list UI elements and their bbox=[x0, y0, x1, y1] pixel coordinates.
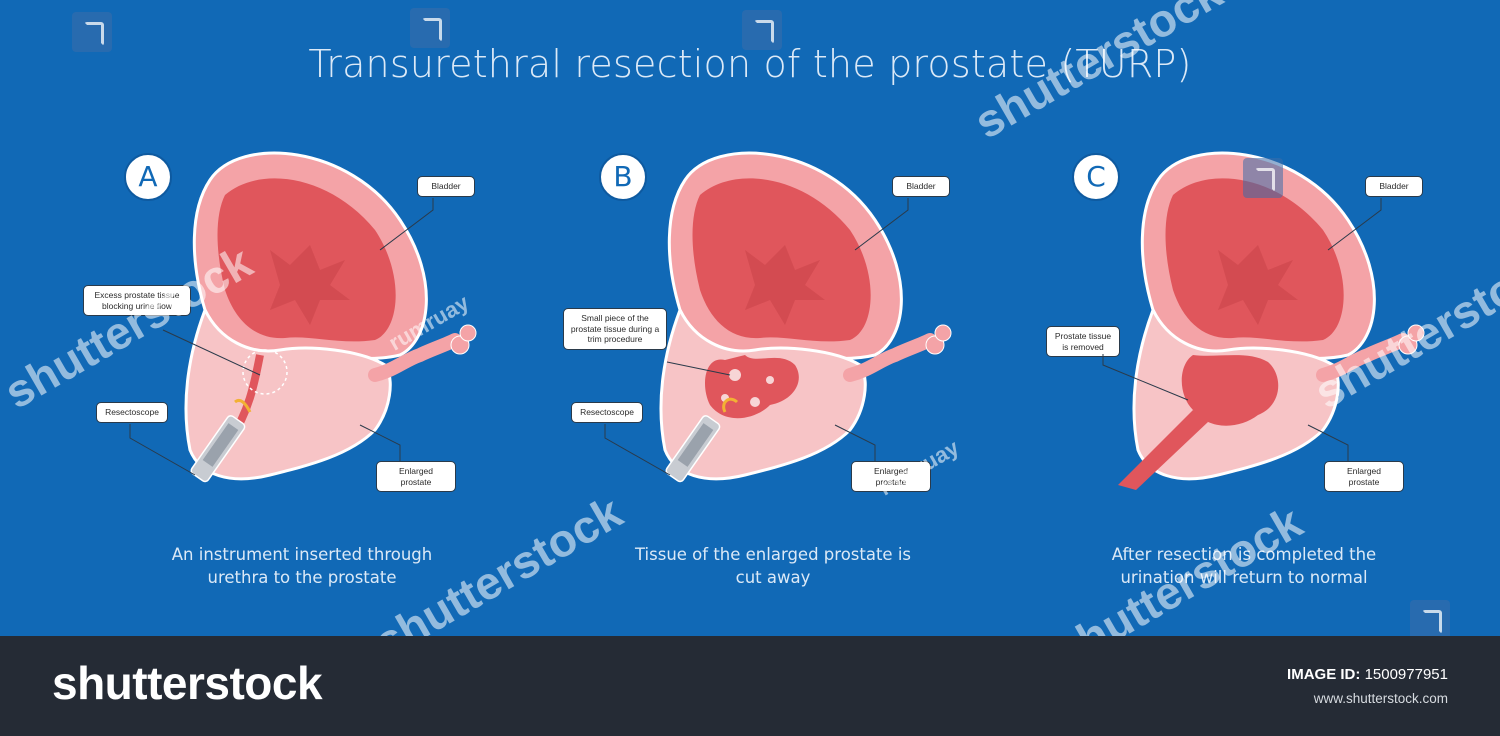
panel-badge: C bbox=[1072, 153, 1120, 201]
panel-b: B Bladder Small piece of the prostate ti… bbox=[563, 140, 1025, 520]
anatomy-illustration-c bbox=[1118, 151, 1425, 490]
callout-bladder: Bladder bbox=[1365, 176, 1423, 197]
callout-bladder: Bladder bbox=[417, 176, 475, 197]
callout-excess-tissue: Excess prostate tissue blocking urine fl… bbox=[83, 285, 191, 317]
panel-a: A Bladder Excess prostate tissue blockin… bbox=[83, 140, 550, 520]
callout-resectoscope: Resectoscope bbox=[96, 402, 168, 423]
callout-tissue-removed: Prostate tissue is removed bbox=[1046, 326, 1120, 358]
callout-enlarged-prostate: Enlarged prostate bbox=[1324, 461, 1404, 493]
image-id: IMAGE ID: 1500977951 bbox=[1287, 666, 1448, 683]
caption-b-line1: Tissue of the enlarged prostate is bbox=[634, 545, 912, 564]
panel-badge: B bbox=[599, 153, 647, 201]
callout-enlarged-prostate: Enlarged prostate bbox=[851, 461, 931, 493]
panel-c: C Bladder Prostate tissue is removed Enl… bbox=[1046, 140, 1498, 520]
caption-a-line2: urethra to the prostate bbox=[207, 568, 397, 588]
image-id-value: 1500977951 bbox=[1364, 666, 1448, 683]
brand-logo: shutterstock bbox=[52, 657, 323, 709]
watermark-logo-icon bbox=[1243, 158, 1283, 198]
caption-b-line2: cut away bbox=[735, 568, 811, 588]
watermark-logo-icon bbox=[410, 8, 450, 48]
callout-bladder: Bladder bbox=[892, 176, 950, 197]
panel-badge: A bbox=[124, 153, 172, 201]
callout-resectoscope: Resectoscope bbox=[571, 402, 643, 423]
watermark-logo-icon bbox=[742, 10, 782, 50]
caption-a-line1: An instrument inserted through bbox=[171, 545, 433, 564]
image-id-label: IMAGE ID: bbox=[1287, 666, 1361, 683]
diagram-canvas: Transurethral resection of the prostate … bbox=[0, 0, 1500, 679]
watermark-logo-icon bbox=[1410, 600, 1450, 640]
site-url[interactable]: www.shutterstock.com bbox=[1313, 691, 1448, 706]
caption-c: After resection is completed the urinati… bbox=[1024, 543, 1464, 589]
footer-bar: shutterstock IMAGE ID: 1500977951 www.sh… bbox=[0, 636, 1500, 736]
callout-enlarged-prostate: Enlarged prostate bbox=[376, 461, 456, 493]
caption-a: An instrument inserted through urethra t… bbox=[82, 543, 522, 589]
watermark-logo-icon bbox=[72, 12, 112, 52]
caption-b: Tissue of the enlarged prostate is cut a… bbox=[553, 543, 993, 589]
anatomy-illustration-b bbox=[659, 151, 952, 483]
callout-small-piece: Small piece of the prostate tissue durin… bbox=[563, 308, 667, 350]
caption-c-line2: urination will return to normal bbox=[1120, 568, 1368, 588]
caption-c-line1: After resection is completed the bbox=[1111, 545, 1377, 564]
